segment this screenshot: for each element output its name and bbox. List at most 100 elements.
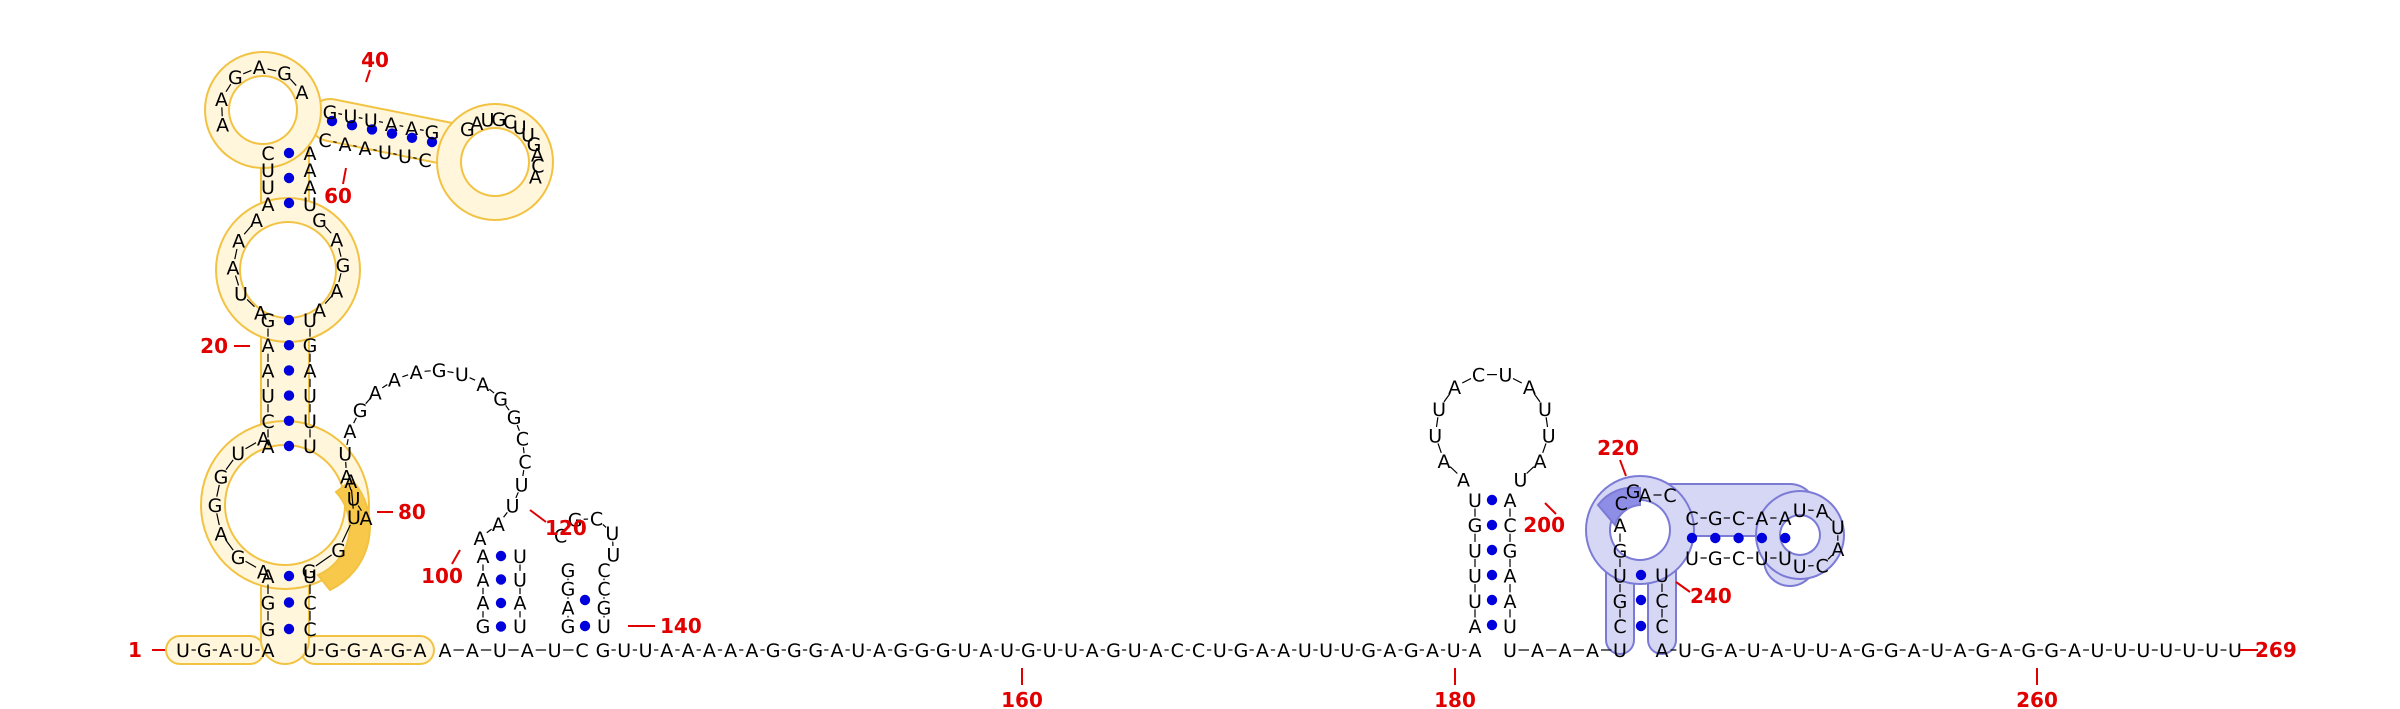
nucleotide-loop1-right: U (347, 507, 361, 529)
nucleotide-linker-long: A (979, 640, 992, 662)
nucleotide-stem2-left: G (261, 310, 276, 332)
base-pair-dot (346, 120, 358, 131)
backbone-link (267, 68, 277, 72)
nucleotide-stem1-left: G (261, 619, 276, 641)
nucleotide-linker-long: G (1361, 640, 1376, 662)
position-tick (1544, 502, 1557, 515)
backbone-link (402, 374, 409, 378)
nucleotide-linker-long: A (873, 640, 886, 662)
nucleotide-3prime-tail: A (1999, 640, 2012, 662)
nucleotide-linker-long: C (1171, 640, 1184, 662)
backbone-link (324, 225, 332, 234)
nucleotide-stem2-right: U (303, 436, 317, 458)
nucleotide-5prime: A (262, 640, 275, 662)
nucleotide-stem2-right: A (304, 360, 317, 382)
nucleotide-hp180-right: U (1503, 616, 1517, 638)
nucleotide-arm-bottom: U (378, 142, 392, 164)
nucleotide-third-loop: U (606, 545, 620, 567)
nucleotide-hp180-loop: U (1514, 469, 1528, 491)
nucleotide-loop1-left: G (231, 547, 246, 569)
nucleotide-loop2-right: A (330, 280, 343, 302)
nucleotide-hairpin1: A (215, 89, 228, 111)
nucleotide-hairpin2: A (470, 113, 483, 135)
backbone-link (447, 370, 454, 374)
nucleotide-third-stem-left: G (561, 616, 576, 638)
nucleotide-3prime-tail: G (2021, 640, 2036, 662)
base-pair-dot (1486, 494, 1498, 506)
base-pair-dot (283, 440, 295, 452)
backbone-link (1461, 377, 1472, 384)
nucleotide-loop1-left: A (257, 562, 270, 584)
nucleotide-third-stem-right: C (597, 560, 610, 582)
position-label-220: 220 (1597, 436, 1639, 460)
base-pair-dot (1686, 532, 1698, 544)
position-label-269: 269 (2255, 638, 2297, 662)
nucleotide-arm-top: A (385, 114, 398, 136)
backbone-link (333, 141, 337, 143)
backbone-link (565, 525, 570, 530)
nucleotide-arm-top: A (405, 118, 418, 140)
nucleotide-linker-long: A (1086, 640, 1099, 662)
nucleotide-third-loop: U (605, 523, 619, 545)
nucleotide-hp180-loop: C (1472, 365, 1485, 387)
nucleotide-linker-long: U (1447, 640, 1461, 662)
position-label-100: 100 (421, 564, 463, 588)
nucleotide-third-stem-right: G (597, 597, 612, 619)
nucleotide-linker-long: G (596, 640, 611, 662)
nucleotide-linker-long: U (1000, 640, 1014, 662)
nucleotide-third-loop: G (568, 510, 583, 532)
position-label-120: 120 (545, 516, 587, 540)
backbone-link (424, 370, 431, 372)
nucleotide-blue-hairpin: U (1831, 517, 1845, 539)
nucleotide-hairpin2: U (513, 117, 527, 139)
nucleotide-linker-long: U (639, 640, 653, 662)
nucleotide-3prime-tail: G (1700, 640, 1715, 662)
base-pair-dot (495, 550, 507, 562)
highlight-blue-hairpin-hole (1781, 516, 1819, 554)
nucleotide-base-right: A (370, 640, 383, 662)
nucleotide-hairpin1: A (216, 115, 229, 137)
nucleotide-linker-long: C (1192, 640, 1205, 662)
nucleotide-mid-stem-left: A (477, 569, 490, 591)
nucleotide-mid-loop: A (492, 514, 505, 536)
backbone-link (505, 404, 510, 411)
nucleotide-mid-stem-left: A (477, 546, 490, 568)
nucleotide-hp180-loop: A (1448, 377, 1461, 399)
nucleotide-blue-left: U (1613, 566, 1627, 588)
backbone-link (1443, 393, 1451, 403)
nucleotide-mid-stem-left: A (477, 593, 490, 615)
nucleotide-third-stem-right: C (597, 579, 610, 601)
nucleotide-hairpin2: G (527, 134, 542, 156)
backbone-link (315, 554, 333, 567)
base-pair-dot (283, 415, 295, 426)
nucleotide-blue-arm-top: A (1755, 508, 1768, 530)
nucleotide-third-stem-left: G (561, 560, 576, 582)
nucleotide-stem3-left: U (261, 160, 275, 182)
nucleotide-3prime-tail: A (1908, 640, 1921, 662)
nucleotide-linker: A (521, 640, 534, 662)
nucleotide-linker-long: A (724, 640, 737, 662)
nucleotide-hp180-right: G (1503, 540, 1518, 562)
base-pair-dot (1486, 619, 1498, 631)
nucleotide-arm-top: U (343, 106, 357, 128)
nucleotide-stem1-right: C (303, 593, 316, 615)
backbone-link (357, 505, 362, 512)
backbone-link (234, 248, 238, 260)
position-label-1: 1 (128, 638, 142, 662)
nucleotide-3prime-tail: U (1815, 640, 1829, 662)
base-pair-dot (1486, 594, 1498, 606)
nucleotide-hairpin1: G (277, 63, 292, 85)
nucleotide-linker: C (575, 640, 588, 662)
base-pair-dot (283, 597, 295, 608)
position-tick (342, 167, 347, 185)
nucleotide-blue-arm-bottom: G (1708, 548, 1723, 570)
nucleotide-hp180-loop: A (1523, 377, 1536, 399)
backbone-link (245, 442, 257, 450)
nucleotide-loop1-right: A (344, 471, 357, 493)
nucleotide-hp180-right: A (1504, 490, 1517, 512)
nucleotide-linker-long: G (915, 640, 930, 662)
base-pair-dot (386, 128, 398, 139)
nucleotide-loop2-right: G (312, 210, 327, 232)
nucleotide-loop2-left: A (232, 231, 245, 253)
nucleotide-hp180-loop: U (1538, 399, 1552, 421)
